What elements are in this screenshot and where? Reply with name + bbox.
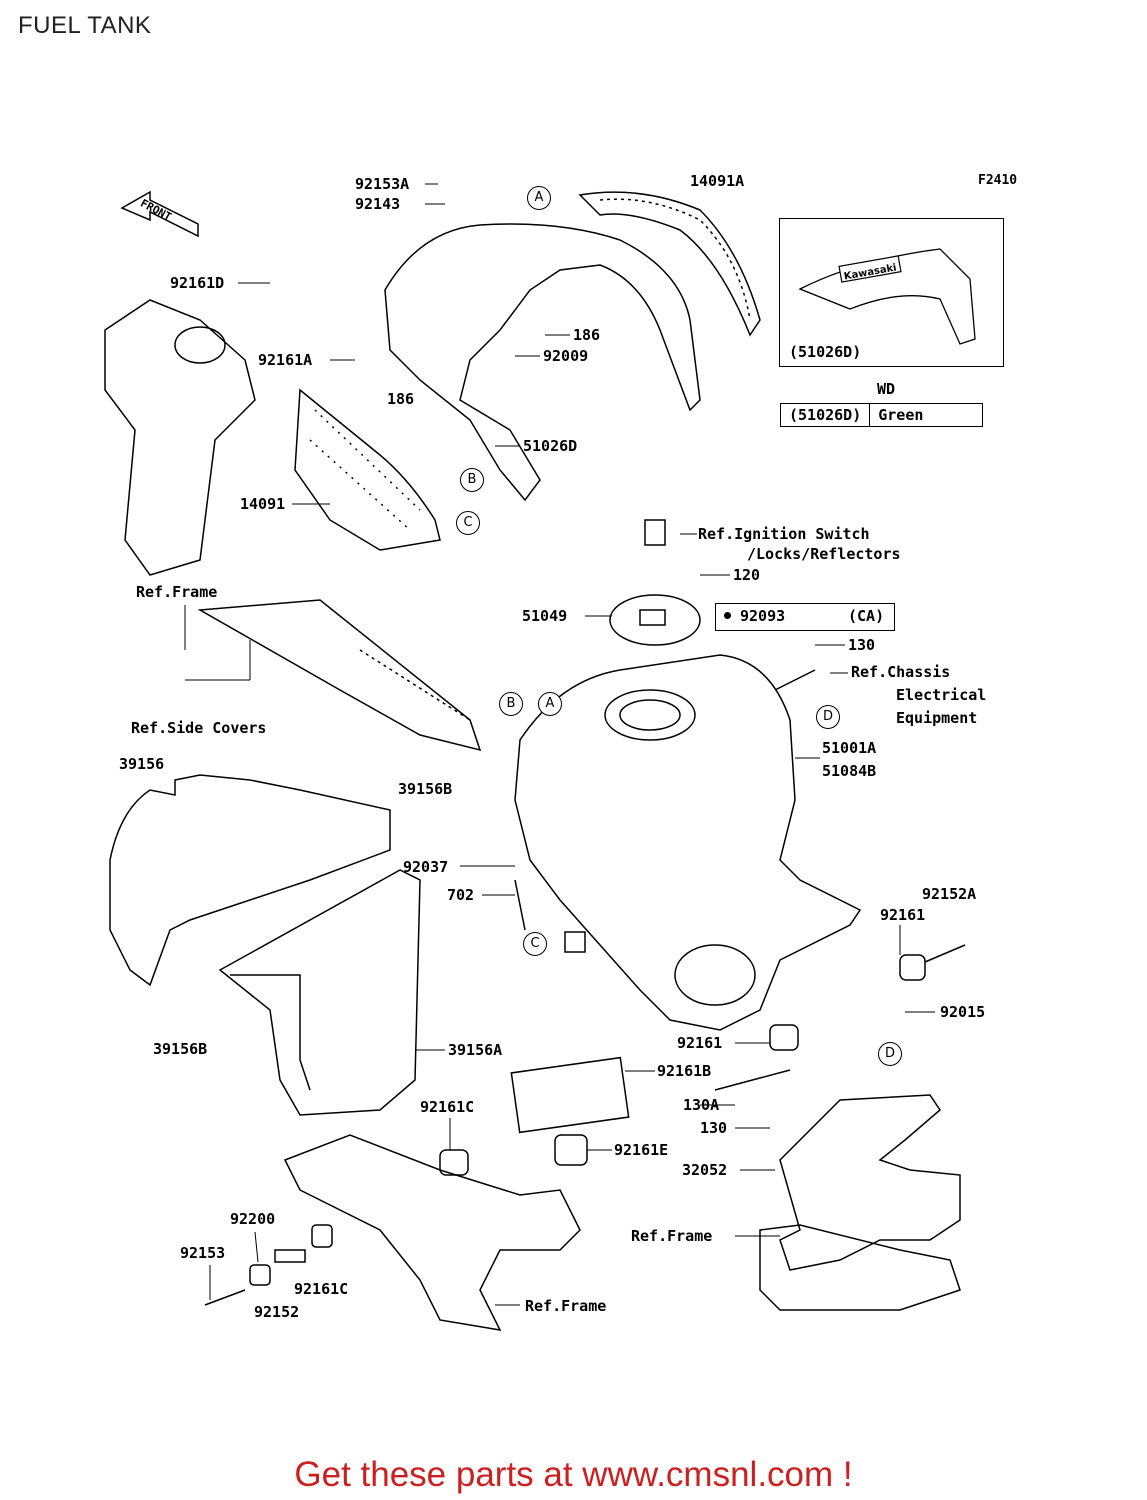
part-label-186[interactable]: 186 [573, 326, 601, 344]
front-direction-badge: FRONT [120, 190, 204, 246]
ref-frame-label[interactable]: Ref.Frame [525, 1297, 607, 1315]
inset-part-ref: (51026D) [789, 343, 862, 361]
ref-chassis-label[interactable]: Ref.Chassis [851, 663, 951, 681]
table-row: (51026D) Green [779, 403, 984, 427]
part-label-92153[interactable]: 92153 [180, 1244, 226, 1262]
ref-chassis-label-line3: Equipment [896, 709, 978, 727]
callout-b[interactable]: B [460, 468, 484, 492]
part-label-51084B[interactable]: 51084B [822, 762, 877, 780]
part-label-92161C[interactable]: 92161C [294, 1280, 349, 1298]
figure-code: F2410 [978, 173, 1018, 188]
frame-left-drawing [104, 299, 256, 576]
part-label-92143[interactable]: 92143 [355, 195, 401, 213]
part-label-39156B[interactable]: 39156B [398, 780, 453, 798]
callout-b[interactable]: B [499, 692, 523, 716]
part-label-39156[interactable]: 39156 [119, 755, 165, 773]
part-variant-ca: (CA) [848, 607, 885, 625]
part-label-39156A[interactable]: 39156A [448, 1041, 503, 1059]
washer-icon [724, 612, 731, 619]
front-badge-text: FRONT [138, 197, 174, 224]
wd-color-table: (51026D) Green [779, 403, 984, 427]
footer-link[interactable]: Get these parts at www.cmsnl.com ! [294, 1455, 853, 1494]
side-panel-drawing [294, 388, 441, 551]
part-label-92093[interactable]: 92093 [740, 607, 786, 625]
wd-color-cell: Green [869, 403, 984, 427]
wd-table-heading: WD [877, 380, 896, 398]
part-label-92161E[interactable]: 92161E [614, 1141, 669, 1159]
part-label-92009[interactable]: 92009 [543, 347, 589, 365]
ref-frame-label[interactable]: Ref.Frame [136, 583, 218, 601]
callout-a[interactable]: A [527, 186, 551, 210]
part-label-92015[interactable]: 92015 [940, 1003, 986, 1021]
lower-frame-drawing [283, 944, 966, 1331]
part-box-92093: 92093 (CA) [715, 603, 895, 631]
part-label-92161[interactable]: 92161 [880, 906, 926, 924]
ref-side-covers-label[interactable]: Ref.Side Covers [131, 719, 267, 737]
part-label-92200[interactable]: 92200 [230, 1210, 276, 1228]
wd-part-cell: (51026D) [779, 403, 871, 427]
part-label-92161D[interactable]: 92161D [170, 274, 225, 292]
side-cover-drawing [197, 599, 482, 752]
part-label-92152[interactable]: 92152 [254, 1303, 300, 1321]
ref-chassis-label-line2: Electrical [896, 686, 987, 704]
part-label-92152A[interactable]: 92152A [922, 885, 977, 903]
part-label-120[interactable]: 120 [733, 566, 761, 584]
ref-ignition-label[interactable]: Ref.Ignition Switch [698, 525, 870, 543]
part-label-14091A[interactable]: 14091A [690, 172, 745, 190]
part-label-51026D[interactable]: 51026D [523, 437, 578, 455]
callout-d[interactable]: D [878, 1042, 902, 1066]
inset-cover-drawing: Kawasaki [798, 248, 976, 345]
part-label-92037[interactable]: 92037 [403, 858, 449, 876]
inset-panel: Kawasaki [779, 218, 1004, 367]
part-label-39156B[interactable]: 39156B [153, 1040, 208, 1058]
page-title: FUEL TANK [18, 12, 152, 39]
part-label-92161C[interactable]: 92161C [420, 1098, 475, 1116]
callout-c[interactable]: C [523, 932, 547, 956]
tank-cover-drawing [384, 191, 761, 502]
part-label-186[interactable]: 186 [387, 390, 415, 408]
part-label-92161A[interactable]: 92161A [258, 351, 313, 369]
callout-a[interactable]: A [538, 692, 562, 716]
part-label-51049[interactable]: 51049 [522, 607, 568, 625]
part-label-51001A[interactable]: 51001A [822, 739, 877, 757]
part-label-92153A[interactable]: 92153A [355, 175, 410, 193]
ref-ignition-label-line2: /Locks/Reflectors [747, 545, 901, 563]
fasteners-drawing [204, 669, 816, 1306]
part-label-702[interactable]: 702 [447, 886, 475, 904]
part-label-130[interactable]: 130 [848, 636, 876, 654]
part-label-92161B[interactable]: 92161B [657, 1062, 712, 1080]
front-arrow-icon: FRONT [120, 190, 199, 238]
fuel-tank-drawing [514, 654, 862, 1031]
heat-shield-drawing [109, 774, 421, 1116]
fuel-cap-drawing [609, 519, 701, 646]
leader-lines [184, 183, 935, 1306]
callout-c[interactable]: C [456, 511, 480, 535]
callout-d[interactable]: D [816, 705, 840, 729]
part-label-32052[interactable]: 32052 [682, 1161, 728, 1179]
part-label-130[interactable]: 130 [700, 1119, 728, 1137]
part-label-92161[interactable]: 92161 [677, 1034, 723, 1052]
ref-frame-label[interactable]: Ref.Frame [631, 1227, 713, 1245]
part-label-14091[interactable]: 14091 [240, 495, 286, 513]
part-label-130A[interactable]: 130A [683, 1096, 720, 1114]
